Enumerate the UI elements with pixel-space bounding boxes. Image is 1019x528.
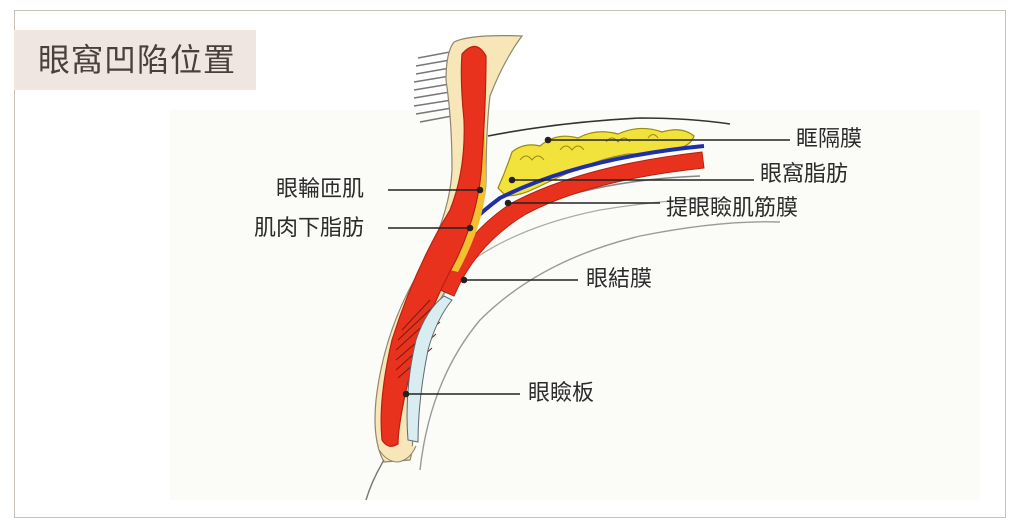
page-title: 眼窩凹陷位置 — [38, 41, 237, 79]
leader-lines — [388, 136, 790, 398]
label-levator-muscle: 提眼瞼肌筋膜 — [666, 196, 799, 221]
orbicularis-muscle — [380, 45, 487, 447]
label-orbicularis: 眼輪匝肌 — [276, 177, 365, 202]
lid-margin — [377, 445, 417, 463]
label-orbital-septum: 眶隔膜 — [796, 127, 863, 152]
orbital-fat-lobules — [519, 134, 659, 161]
eyelashes — [413, 51, 453, 123]
label-orbital-fat: 眼窩脂肪 — [760, 162, 849, 187]
title-banner: 眼窩凹陷位置 — [14, 30, 256, 90]
orbital-septum-line — [487, 117, 731, 137]
label-tarsal-plate: 眼瞼板 — [528, 381, 595, 406]
label-submuscular-fat: 肌肉下脂肪 — [254, 216, 365, 241]
label-conjunctiva: 眼結膜 — [586, 267, 653, 292]
diagram-background — [170, 110, 980, 500]
tarsal-plate — [406, 295, 453, 443]
lower-skin-line — [365, 459, 385, 501]
globe-outline — [419, 221, 781, 471]
